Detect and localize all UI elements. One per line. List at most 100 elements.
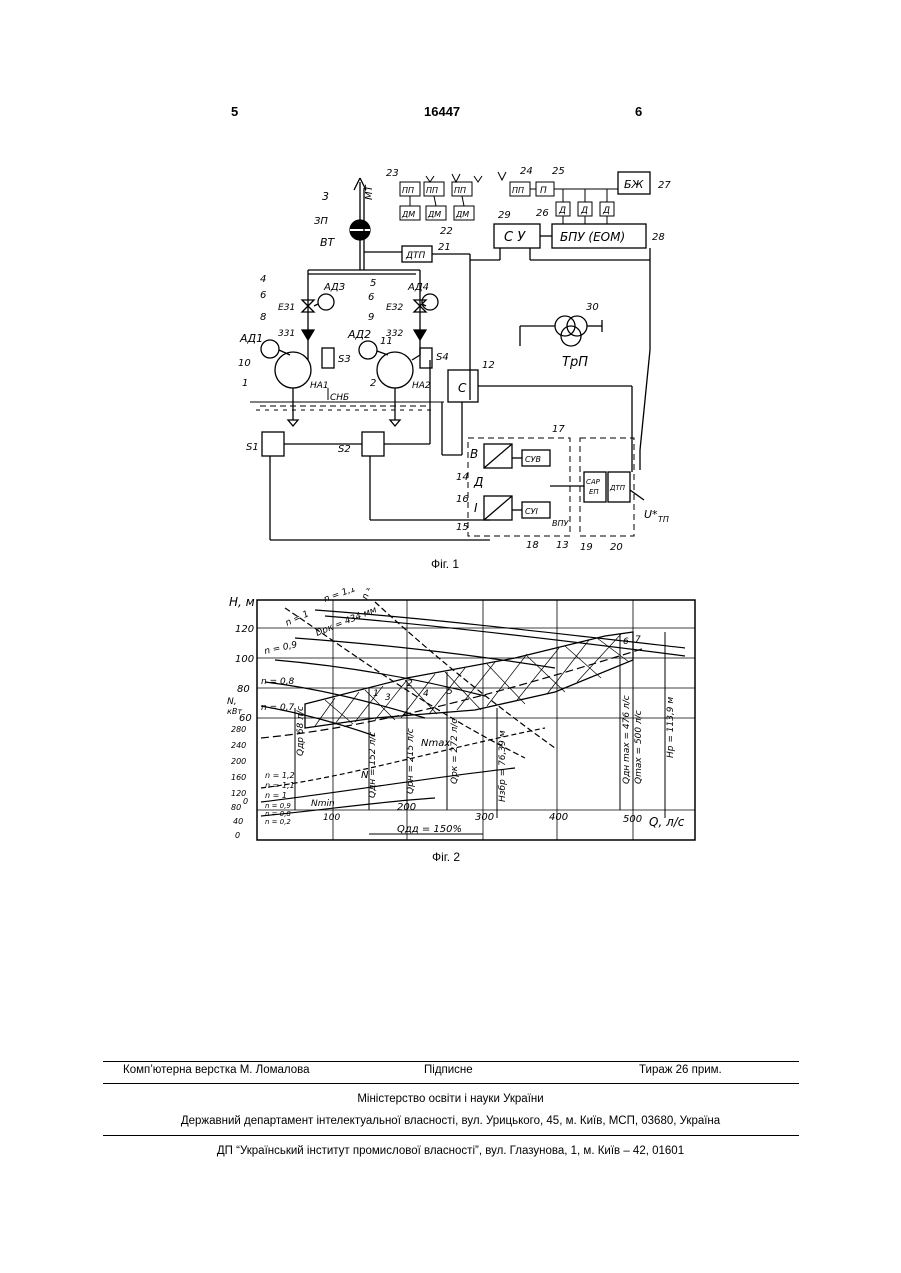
svg-text:7: 7	[635, 635, 641, 645]
i-label: І	[474, 501, 478, 515]
n-0: 0	[235, 831, 240, 840]
n-axis-unit: кВт	[227, 707, 242, 716]
label-na2: НА2	[412, 381, 431, 391]
footer-rule-1	[103, 1061, 799, 1062]
label-mt: МТ	[364, 184, 375, 200]
svg-text:4: 4	[423, 689, 429, 699]
label-21: 21	[438, 242, 451, 253]
label-10: 10	[238, 358, 251, 369]
label-4: 4	[260, 274, 266, 285]
sui-label: СУІ	[525, 507, 538, 516]
transformer-trp	[520, 316, 602, 346]
su-label: С У	[504, 230, 526, 245]
label-29: 29	[498, 210, 511, 221]
label-8: 8	[260, 312, 266, 323]
curve-n08: n = 0,8	[261, 677, 295, 687]
q-100: 100	[323, 813, 340, 823]
sar-label: САР	[586, 478, 601, 486]
label-6b: 6	[368, 292, 374, 303]
d-1: Д	[558, 206, 566, 216]
label-26: 26	[536, 208, 549, 219]
label-15: 15	[456, 522, 469, 533]
c-block-label: С	[458, 381, 467, 395]
d-2: Д	[580, 206, 588, 216]
label-ad1: АД1	[239, 332, 263, 345]
label-ez2: ЕЗ2	[386, 303, 403, 313]
label-q215: Qрн = 215 л/с	[406, 728, 416, 794]
figure-2-diagram: 1 2 3 4 5 6 7 H, м 120 100 80 60 N, кВт …	[225, 588, 700, 843]
label-5: 5	[370, 278, 376, 289]
switch-s2	[362, 432, 384, 456]
label-25: 25	[552, 166, 565, 177]
label-12: 12	[482, 360, 495, 371]
ncurve-n1: n = 1	[265, 791, 287, 800]
v-label: В	[470, 447, 478, 461]
label-ez1: ЕЗ1	[278, 303, 295, 313]
h-100: 100	[235, 654, 254, 665]
n-80: 80	[231, 803, 241, 812]
label-18: 18	[526, 540, 539, 551]
label-2: 2	[370, 378, 376, 389]
label-20: 20	[610, 542, 623, 553]
label-na1: НА1	[310, 381, 329, 391]
footer-institute: ДП “Український інститут промислової вла…	[0, 1145, 901, 1157]
h-0: 0	[243, 797, 248, 806]
q-500: 500	[623, 814, 642, 825]
footer-signed: Підписне	[424, 1064, 473, 1076]
pp-3: ПП	[454, 186, 466, 195]
switch-s3	[322, 348, 334, 368]
label-9: 9	[368, 312, 374, 323]
figure-2-caption: Фіг. 2	[432, 850, 460, 864]
svg-text:6: 6	[623, 637, 629, 647]
vpu-label: ВПУ	[552, 519, 570, 528]
label-zp: ЗП	[314, 216, 328, 227]
q-200: 200	[397, 802, 416, 813]
h-120: 120	[235, 624, 254, 635]
bzh-label: БЖ	[624, 178, 645, 191]
d-3: Д	[602, 206, 610, 216]
label-q152: Qдн = 152 л/с	[368, 732, 378, 798]
label-17: 17	[552, 424, 565, 435]
switch-s1	[262, 432, 284, 456]
figure-1-schematic: 3 МТ ЗП ВТ ДТП 21 4 5 6 6 АДЗ АД4 ЕЗ1 ЕЗ…	[230, 160, 690, 555]
p-block: П	[540, 186, 547, 196]
curve-n09: n = 0,9	[264, 640, 299, 657]
patent-number: 16447	[424, 104, 460, 119]
utp-label: U*	[644, 508, 658, 521]
footer-circulation: Тираж 26 прим.	[639, 1064, 722, 1076]
utp-sub: ТП	[658, 515, 669, 524]
svg-text:1: 1	[373, 689, 379, 699]
label-ad2: АД2	[347, 328, 371, 341]
dtp-20-label: ДТП	[609, 484, 626, 492]
h-80: 80	[237, 684, 250, 695]
ncurve-n09: n = 0,9	[265, 802, 291, 810]
page-number-right: 6	[635, 104, 642, 119]
flow-markers	[295, 632, 665, 834]
ep-label: ЕП	[589, 488, 599, 496]
label-1: 1	[242, 378, 248, 389]
footer-typesetting: Комп’ютерна верстка М. Ломалова	[123, 1064, 310, 1076]
label-h76: Hзбр = 76,39 м	[498, 730, 508, 802]
label-24: 24	[520, 166, 533, 177]
dm-3: ДМ	[455, 210, 469, 219]
label-s4: S4	[436, 352, 449, 363]
bpu-label: БПУ (ЕОМ)	[560, 230, 625, 244]
label-30: 30	[586, 302, 599, 313]
label-11: 11	[380, 336, 393, 347]
pp-2: ПП	[426, 186, 438, 195]
label-3: 3	[322, 190, 329, 203]
label-331: 331	[278, 329, 295, 339]
label-q476: Qдн max = 476 л/с	[622, 695, 632, 784]
label-s2: S2	[338, 444, 351, 455]
curve-n1: n = 1	[284, 609, 311, 629]
n-280: 280	[231, 725, 246, 734]
curve-n11: n = 1,1	[323, 588, 358, 605]
curve-n07: n = 0,7	[261, 703, 295, 713]
label-s3: S3	[338, 354, 351, 365]
curve-n12: n = 1,2	[360, 588, 381, 601]
suv-label: СУВ	[525, 455, 541, 464]
svg-text:5: 5	[447, 687, 453, 697]
n-160: 160	[231, 773, 246, 782]
footer-ministry: Міністерство освіти і науки України	[0, 1093, 901, 1105]
label-s1: S1	[246, 442, 259, 453]
